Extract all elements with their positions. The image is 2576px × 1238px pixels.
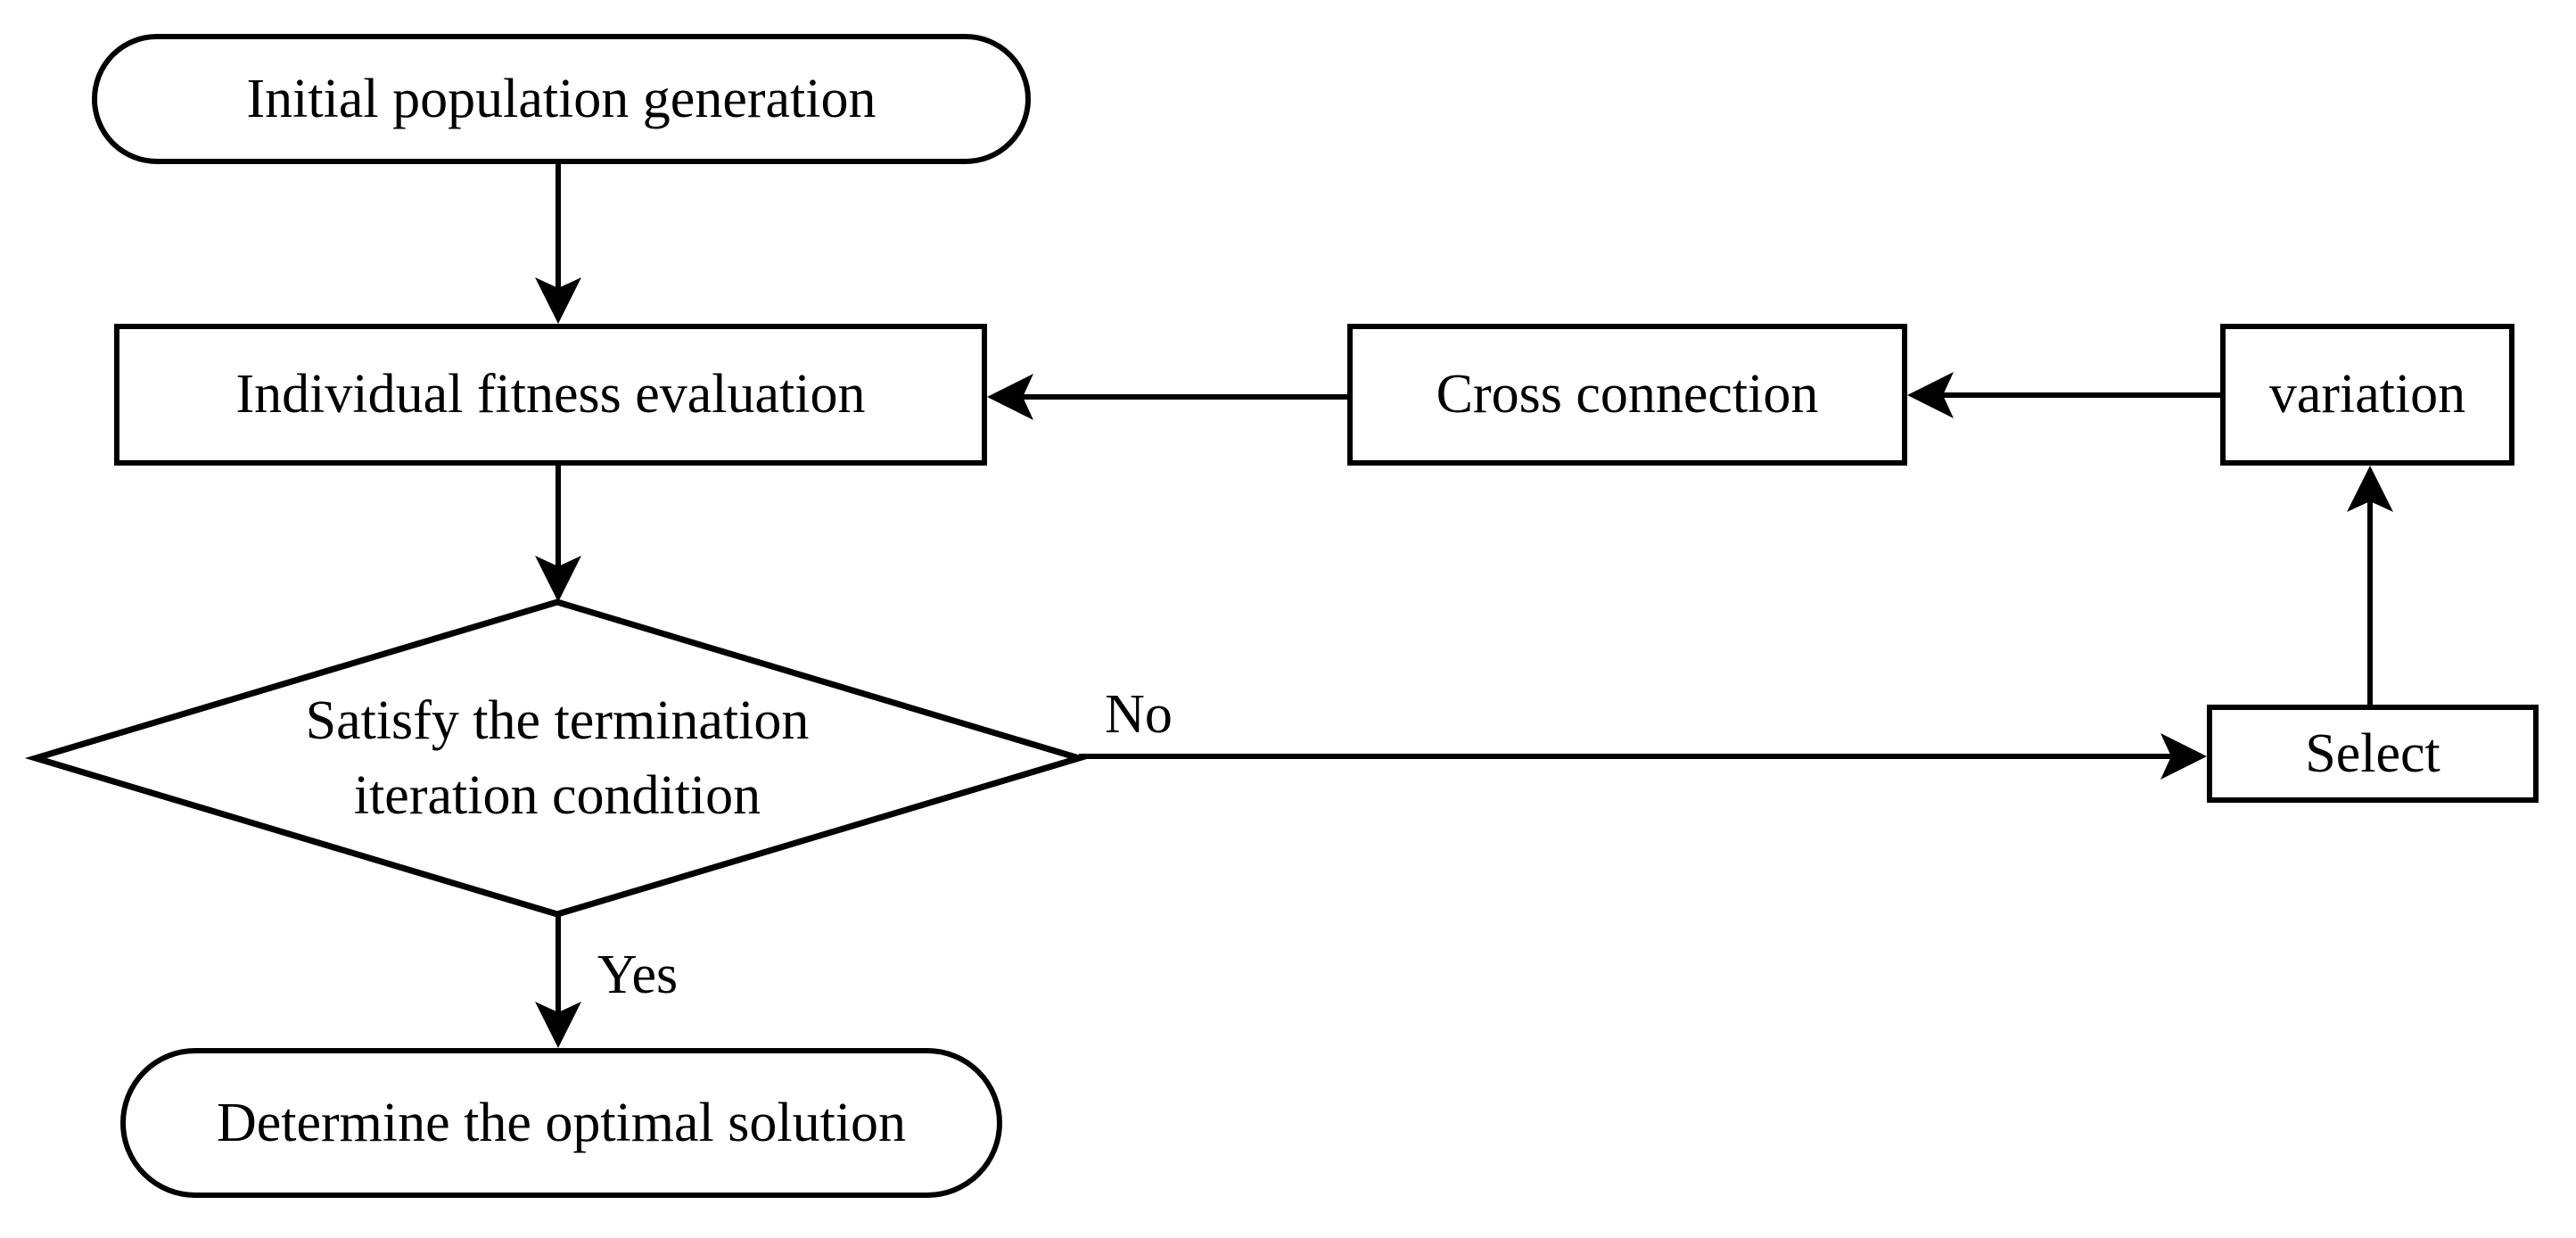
- arrowhead-into-select-left: [2160, 733, 2207, 780]
- arrowhead-into-fitness-top: [535, 277, 581, 324]
- fitness-process-label: Individual fitness evaluation: [235, 364, 866, 425]
- decision-label-line1: Satisfy the termination: [305, 690, 810, 751]
- yes-edge-label: Yes: [597, 945, 679, 1005]
- arrowhead-into-decision-top: [535, 556, 581, 602]
- arrowhead-into-fitness-right: [987, 374, 1033, 420]
- end-terminator-label: Determine the optimal solution: [216, 1092, 907, 1153]
- fitness-process-box: Individual fitness evaluation: [114, 324, 987, 466]
- select-process-box: Select: [2207, 705, 2539, 803]
- arrowhead-into-variation-bottom: [2347, 466, 2393, 512]
- decision-label-line2: iteration condition: [353, 765, 761, 826]
- cross-connection-label: Cross connection: [1436, 364, 1819, 425]
- start-terminator-label: Initial population generation: [246, 68, 876, 129]
- variation-process-box: variation: [2220, 324, 2514, 466]
- decision-diamond-label: Satisfy the termination iteration condit…: [192, 683, 923, 833]
- cross-connection-process-box: Cross connection: [1347, 324, 1907, 466]
- end-terminator: Determine the optimal solution: [120, 1048, 1002, 1198]
- start-terminator: Initial population generation: [92, 34, 1031, 164]
- variation-label: variation: [2268, 364, 2466, 425]
- select-label: Select: [2305, 722, 2440, 784]
- arrowhead-into-end-top: [535, 1002, 581, 1048]
- no-edge-label: No: [1105, 684, 1173, 745]
- arrowhead-into-cross-right: [1907, 372, 1954, 418]
